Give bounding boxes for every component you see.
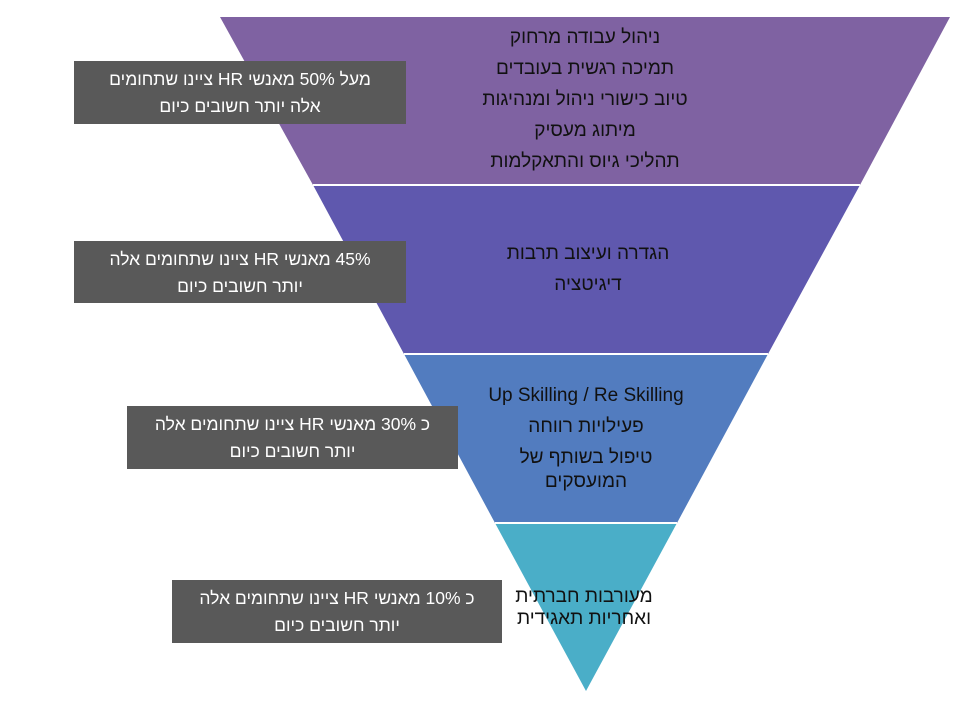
callout-box: 45% מאנשי HR ציינו שתחומים אלה יותר חשוב… <box>74 241 406 303</box>
funnel-layer-3 <box>404 354 768 523</box>
layer-item: מיתוג מעסיק <box>534 120 636 141</box>
callout-box: כ 30% מאנשי HR ציינו שתחומים אלה יותר חש… <box>127 406 458 469</box>
callout-line: מעל 50% מאנשי HR ציינו שתחומים <box>109 69 371 89</box>
layer-item: Up Skilling / Re Skilling <box>488 385 684 406</box>
layer-4-items: מעורבות חברתית ואחריות תאגידית <box>494 586 674 630</box>
layer-item: תמיכה רגשית בעובדים <box>495 58 675 79</box>
layer-item: הגדרה ועיצוב תרבות <box>506 243 670 264</box>
callout-line: יותר חשובים כיום <box>177 276 303 296</box>
layer-item: ניהול עבודה מרחוק <box>509 27 661 48</box>
funnel-layer-1 <box>220 17 950 185</box>
callout-line: כ 10% מאנשי HR ציינו שתחומים אלה <box>199 588 475 608</box>
layer-item: ואחריות תאגידית <box>516 608 652 629</box>
callout-line: 45% מאנשי HR ציינו שתחומים אלה <box>109 249 371 269</box>
layer-item: טיפול בשותף של המועסקים <box>519 447 653 492</box>
layer-3-items: Up Skilling / Re Skilling פעילויות רווחה… <box>466 380 706 494</box>
layer-item: תהליכי גיוס והתאקלמות <box>490 151 680 172</box>
callout-line: אלה יותר חשובים כיום <box>159 96 321 116</box>
layer-item: דיגיטציה <box>554 274 622 295</box>
callout-line: כ 30% מאנשי HR ציינו שתחומים אלה <box>154 414 431 434</box>
callout-line: יותר חשובים כיום <box>274 615 400 635</box>
funnel-layer-4 <box>495 523 677 691</box>
funnel-layer-2 <box>313 185 860 354</box>
layer-item: מעורבות חברתית <box>515 586 653 607</box>
callout-line: יותר חשובים כיום <box>229 441 356 461</box>
callout-box: מעל 50% מאנשי HR ציינו שתחומים אלה יותר … <box>74 61 406 124</box>
callout-box: כ 10% מאנשי HR ציינו שתחומים אלה יותר חש… <box>172 580 502 643</box>
layer-2-items: הגדרה ועיצוב תרבות דיגיטציה <box>438 238 738 300</box>
layer-item: טיוב כישורי ניהול ומנהיגות <box>482 89 688 110</box>
layer-item: פעילויות רווחה <box>528 416 644 437</box>
layer-1-items: ניהול עבודה מרחוק תמיכה רגשית בעובדים טי… <box>435 22 735 177</box>
